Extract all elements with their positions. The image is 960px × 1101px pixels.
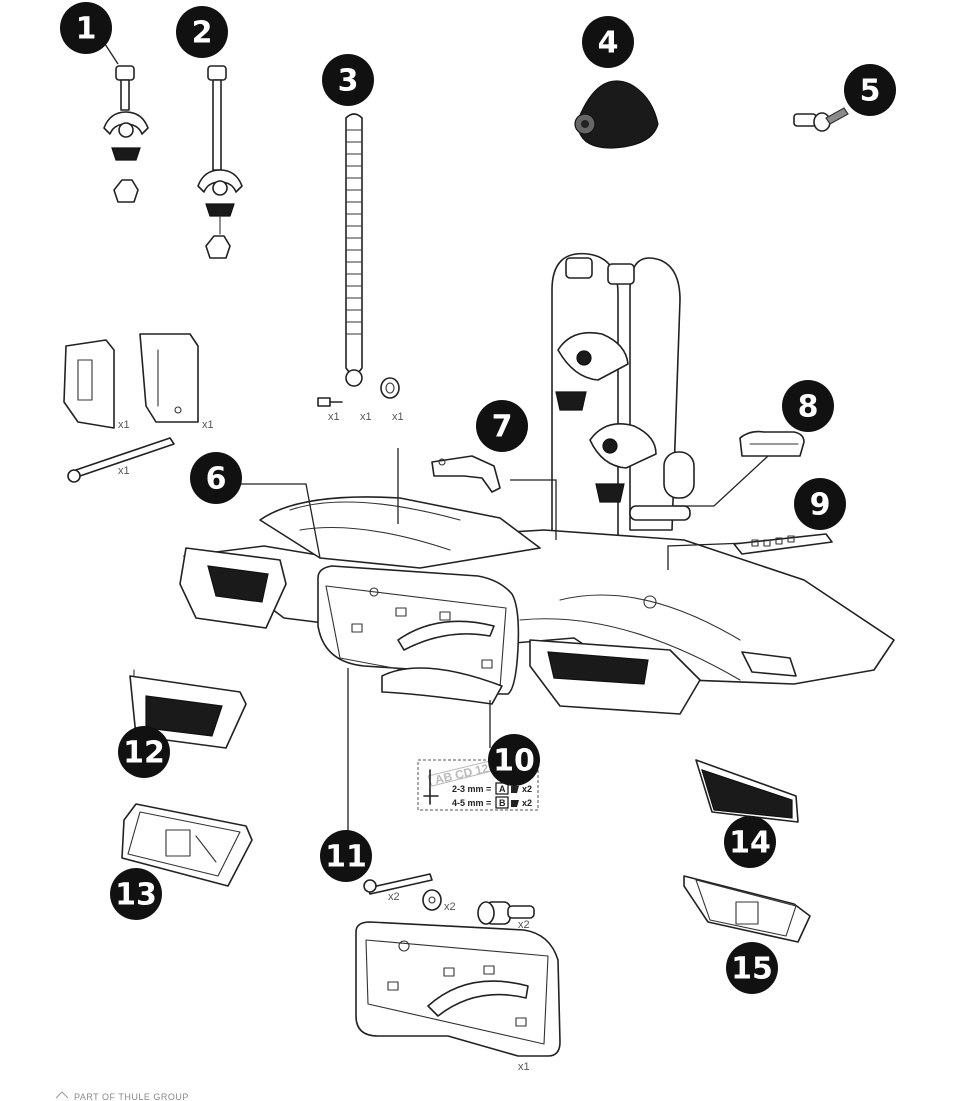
part-2-long-frame-holder (197, 65, 243, 259)
svg-text:5: 5 (860, 74, 881, 109)
callout-badges: 1 2 3 4 5 6 7 8 9 10 11 12 13 14 15 (60, 2, 896, 994)
part-15-right-light-housing (683, 875, 811, 943)
qty-side-block-left: x1 (118, 419, 130, 431)
svg-text:12: 12 (123, 736, 165, 771)
part-5-lock-and-key (793, 107, 849, 132)
leader-lines (236, 448, 773, 836)
sticker-row-a-range: 2-3 mm = (452, 784, 491, 794)
svg-text:9: 9 (810, 488, 831, 523)
qty-strap-3: x1 (360, 411, 372, 423)
sticker-row-b-qty: x2 (522, 798, 532, 808)
svg-text:3: 3 (338, 64, 359, 99)
callout-10: 10 (488, 734, 540, 786)
callout-3: 3 (322, 54, 374, 106)
qty-long-bolt: x1 (118, 465, 130, 477)
main-bike-carrier-assembly (179, 252, 895, 715)
callout-7: 7 (476, 400, 528, 452)
callout-8: 8 (782, 380, 834, 432)
callout-2: 2 (176, 6, 228, 58)
part-13-left-light-housing (121, 803, 253, 887)
callout-12: 12 (118, 726, 170, 778)
qty-bolt-11: x2 (388, 891, 400, 903)
svg-text:8: 8 (798, 390, 819, 425)
footer-text: PART OF THULE GROUP (74, 1092, 189, 1101)
callout-11: 11 (320, 830, 372, 882)
part-7-hook-clip (431, 455, 501, 493)
part-4-locking-knob (574, 80, 659, 149)
svg-text:2: 2 (192, 16, 213, 51)
sticker-row-a-letter: A (499, 784, 506, 794)
svg-text:14: 14 (729, 826, 771, 861)
svg-text:1: 1 (76, 12, 97, 47)
qty-washer-11: x2 (444, 901, 456, 913)
callout-1: 1 (60, 2, 112, 54)
callout-9: 9 (794, 478, 846, 530)
sticker-row-b-letter: B (499, 798, 506, 808)
sticker-row-a-qty: x2 (522, 784, 532, 794)
svg-text:7: 7 (492, 410, 513, 445)
svg-text:13: 13 (115, 878, 157, 913)
qty-screw-3: x1 (328, 411, 340, 423)
sticker-row-b-range: 4-5 mm = (452, 798, 491, 808)
part-11-plate-frame-kit: x2 x2 x2 x1 (355, 873, 561, 1073)
qty-side-block-right: x1 (202, 419, 214, 431)
qty-washer-3: x1 (392, 411, 404, 423)
svg-text:11: 11 (325, 840, 367, 875)
callout-4: 4 (582, 16, 634, 68)
svg-text:4: 4 (598, 26, 619, 61)
callout-6: 6 (190, 452, 242, 504)
callout-5: 5 (844, 64, 896, 116)
qty-plate-11: x1 (518, 1061, 530, 1073)
svg-text:15: 15 (731, 952, 773, 987)
part-1-short-frame-holder (103, 43, 149, 203)
callout-14: 14 (724, 816, 776, 868)
svg-text:6: 6 (206, 462, 227, 497)
callout-13: 13 (110, 868, 162, 920)
qty-spacer-11: x2 (518, 919, 530, 931)
side-blocks-and-bolt: x1 x1 x1 (63, 333, 214, 483)
part-8-bracket (739, 430, 805, 457)
callout-15: 15 (726, 942, 778, 994)
part-14-right-light-cover (695, 759, 799, 823)
part-9-rail-cover (733, 533, 833, 555)
svg-text:10: 10 (493, 744, 535, 779)
part-12-left-light-cover (129, 669, 247, 749)
part-3-strap-kit: x1 x1 x1 (317, 113, 404, 423)
footer: PART OF THULE GROUP (55, 1091, 189, 1101)
